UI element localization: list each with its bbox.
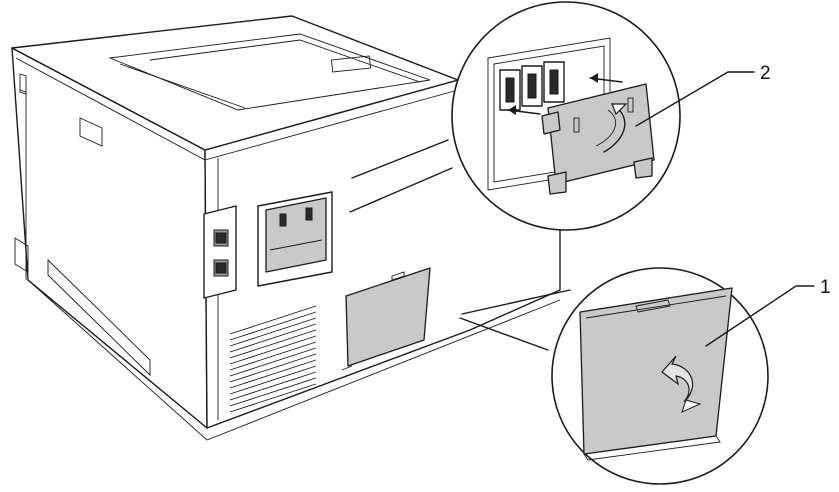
vent-slat (229, 323, 317, 353)
callout-label-1: 1 (820, 277, 831, 298)
vent-slat (229, 317, 317, 347)
small-cover-on-printer (341, 267, 431, 371)
callout-1: 1 (705, 277, 831, 347)
vent-slat (229, 371, 317, 401)
detail-circle-lower (551, 267, 769, 485)
zoom-wedge-lower (459, 289, 571, 351)
callout-2: 2 (635, 63, 771, 127)
vent-slat (229, 377, 317, 407)
detail-circle-upper (451, 1, 681, 231)
vent-slat (229, 305, 317, 335)
vent-slat (229, 329, 317, 359)
vent-slat (229, 347, 317, 377)
vent-slat (229, 365, 317, 395)
zoom-wedge-upper (349, 139, 453, 213)
vent-slat (229, 353, 317, 383)
vent-grille (229, 305, 317, 413)
vent-slat (229, 335, 317, 365)
vent-slat (229, 359, 317, 389)
vent-slat (229, 311, 317, 341)
vent-slat (229, 383, 317, 413)
vent-slat (229, 341, 317, 371)
interface-ports (203, 205, 237, 299)
slot-cover-on-printer (257, 191, 333, 287)
callout-label-2: 2 (760, 63, 771, 84)
